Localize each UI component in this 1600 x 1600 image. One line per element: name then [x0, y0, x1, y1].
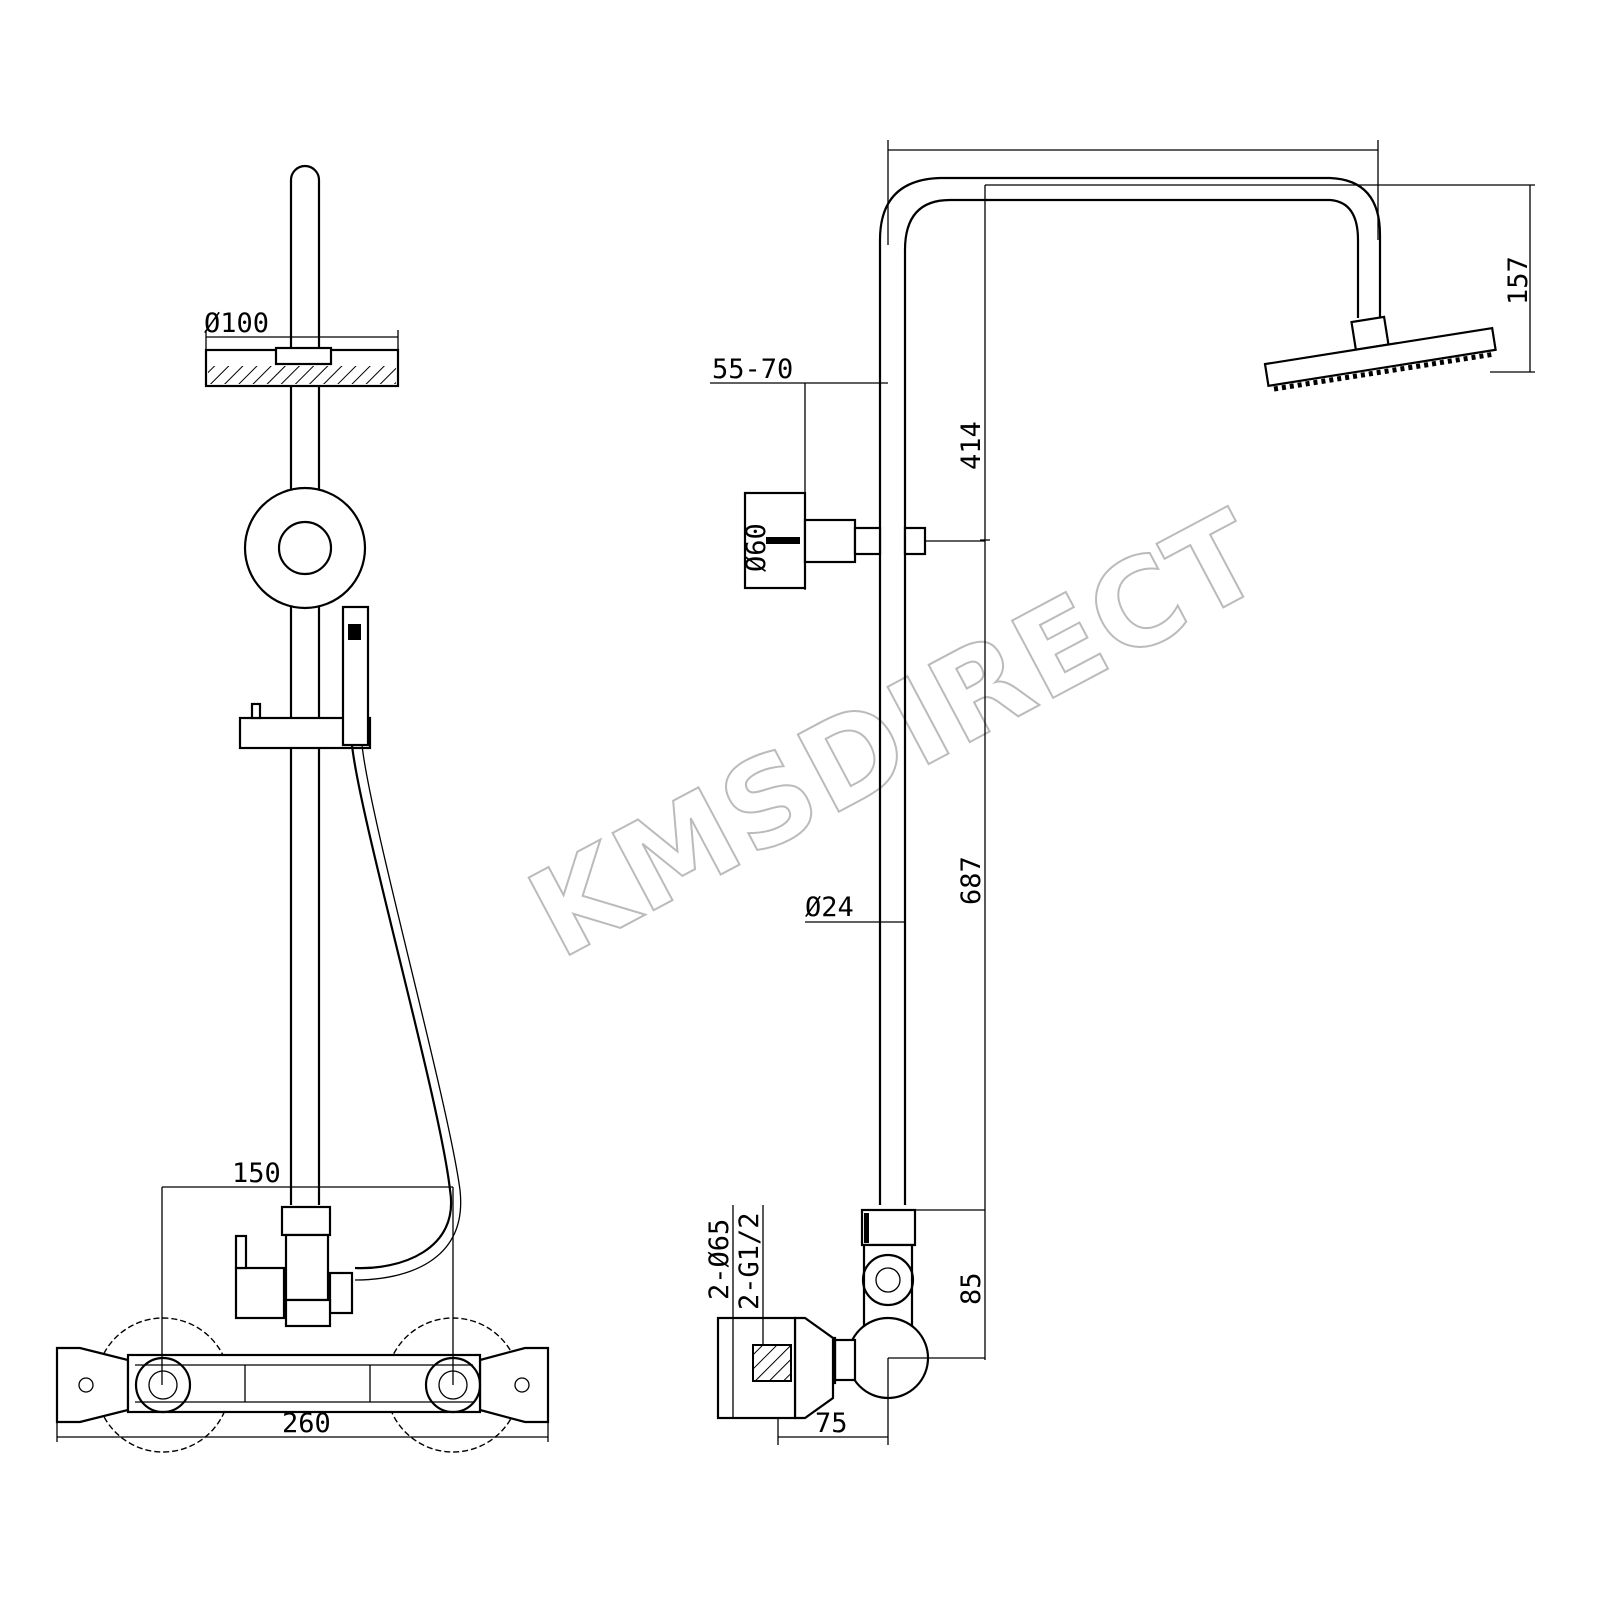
- front-view: Ø100: [55, 164, 550, 1453]
- dimension-75: 75: [777, 1408, 888, 1445]
- inlet-spacing-label: 150: [232, 1158, 281, 1189]
- head-diameter-label: Ø100: [204, 308, 269, 339]
- rain-head-side: [1263, 315, 1497, 392]
- mixer-side: [716, 1208, 985, 1445]
- lower-height-label: 687: [956, 856, 987, 905]
- thread-label: 2-G1/2: [734, 1212, 765, 1310]
- rail-diameter-label: Ø24: [805, 892, 854, 923]
- wall-bracket: Ø60: [741, 491, 985, 590]
- wall-depth-label: 75: [815, 1408, 848, 1439]
- thermostatic-bar: [55, 1317, 550, 1453]
- outlet-height-label: 85: [956, 1272, 987, 1305]
- dimension-150: 150: [161, 1158, 454, 1385]
- dimension-top-width: [887, 140, 1379, 245]
- dimension-55-70: 55-70: [710, 354, 888, 590]
- watermark-logo: KMSDIRECT: [508, 485, 1284, 986]
- hand-shower: [341, 605, 370, 747]
- rain-head-front: Ø100: [204, 308, 400, 388]
- riser-rail: [289, 164, 321, 1205]
- upper-height-label: 414: [956, 421, 987, 470]
- shower-arm: [878, 176, 1382, 1205]
- dimension-escutcheon: 2-Ø65 2-G1/2: [704, 1205, 765, 1418]
- bracket-offset-label: 55-70: [712, 354, 793, 385]
- arm-projection-label: 157: [1503, 256, 1534, 305]
- dimension-rail-diameter: Ø24: [805, 892, 905, 923]
- rail-bracket-ring: [243, 486, 367, 610]
- shower-hose: [350, 744, 453, 1270]
- dimension-157: 157: [985, 184, 1535, 373]
- side-view: 157 414 687 85 55-70 Ø60 Ø24: [704, 140, 1535, 1445]
- overall-width-label: 260: [282, 1408, 331, 1439]
- diverter-valve: [234, 1205, 354, 1328]
- dimension-heights: 414 687 85: [956, 185, 990, 1360]
- escutcheon-label: 2-Ø65: [704, 1219, 735, 1300]
- dimension-260: 260: [56, 1408, 549, 1442]
- bracket-diameter-label: Ø60: [741, 523, 772, 572]
